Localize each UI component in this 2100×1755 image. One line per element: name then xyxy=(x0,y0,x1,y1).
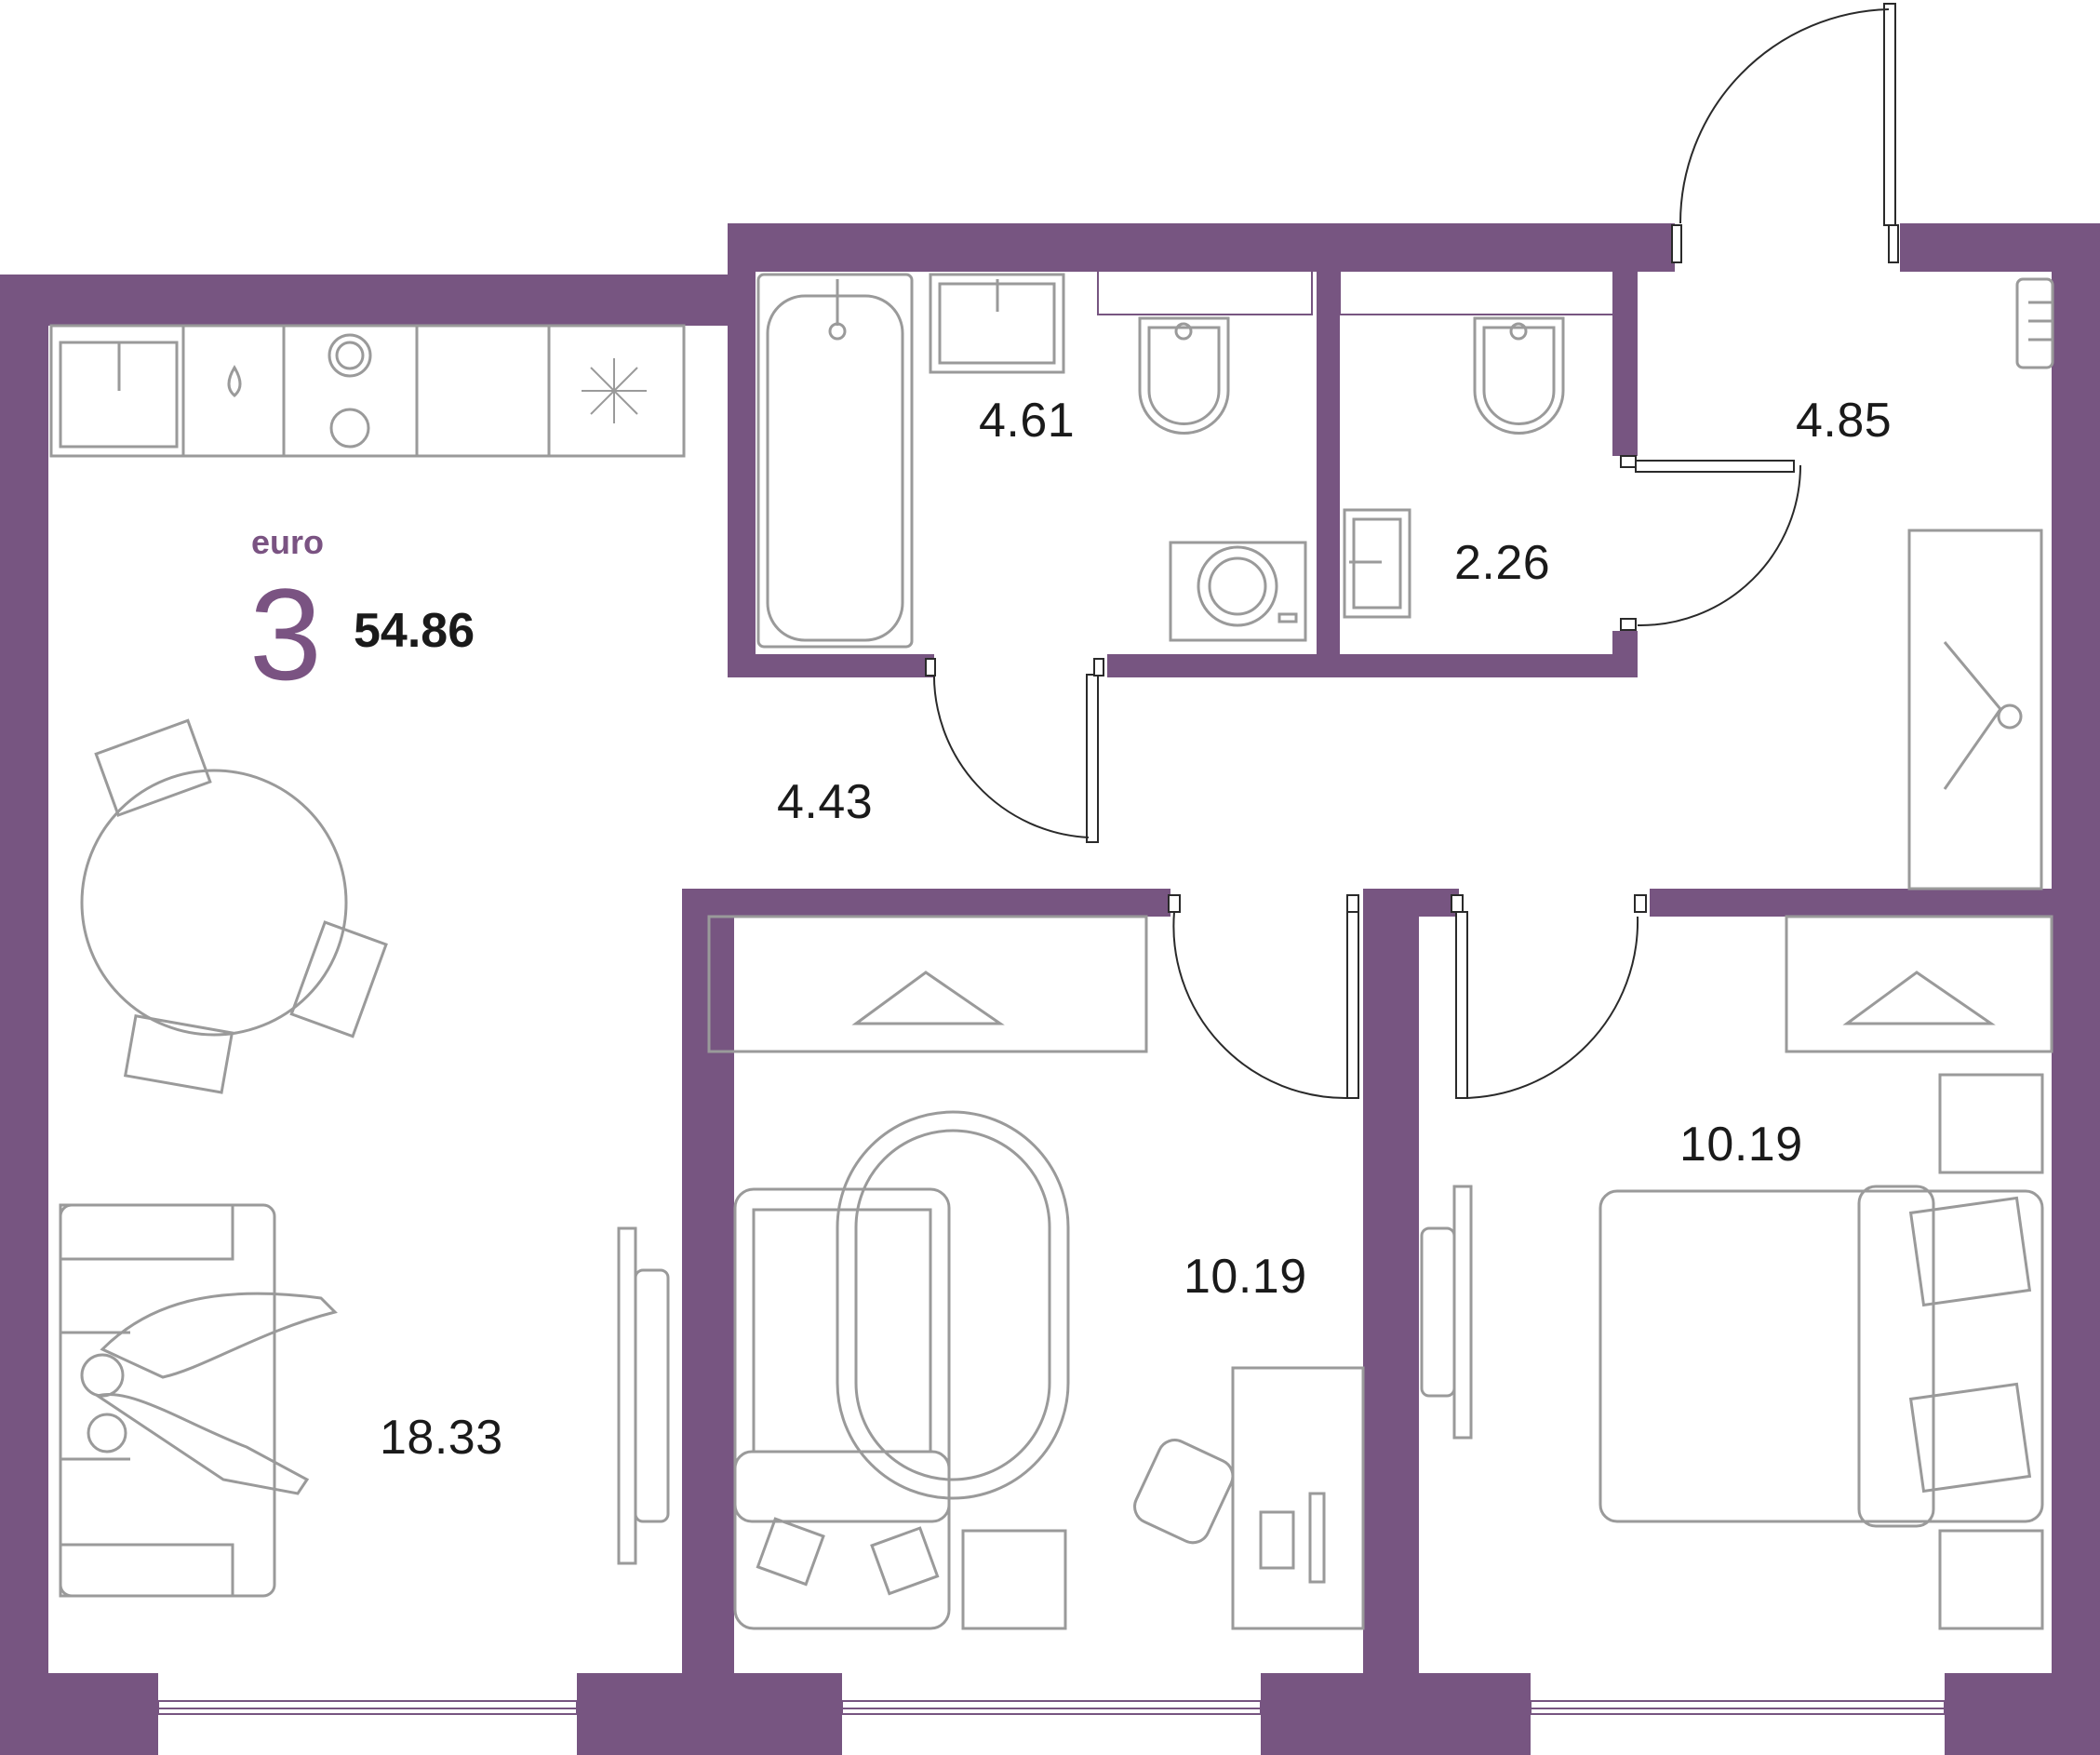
kitchen-living-area: 18.33 xyxy=(380,1411,503,1465)
walls xyxy=(0,223,2100,1755)
total-area: 54.86 xyxy=(354,604,475,658)
furniture xyxy=(49,273,2054,1630)
entrance-hall-area: 4.85 xyxy=(1796,394,1893,448)
windows xyxy=(157,269,1946,1715)
rooms-count: 3 xyxy=(249,561,322,707)
bedroom-middle-area: 10.19 xyxy=(1184,1250,1307,1304)
corridor-area: 4.43 xyxy=(777,775,874,829)
doors xyxy=(925,3,1899,1100)
bathroom-area: 4.61 xyxy=(979,394,1076,448)
bedroom-right-area: 10.19 xyxy=(1679,1118,1803,1172)
toilet-area: 2.26 xyxy=(1454,536,1551,590)
apartment-type-label: euro xyxy=(251,523,325,561)
